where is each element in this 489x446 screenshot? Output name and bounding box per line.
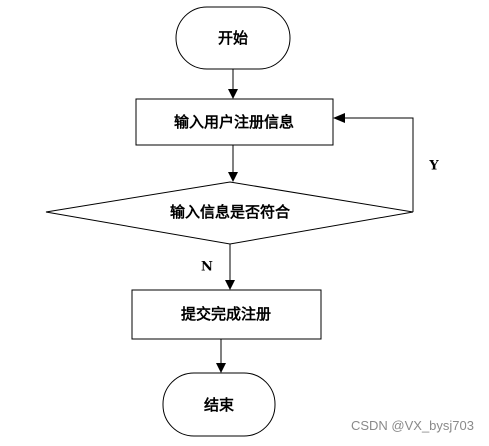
arrow-submit-to-end (216, 339, 226, 373)
end-node-label: 结束 (204, 396, 235, 414)
start-node-label: 开始 (218, 29, 248, 47)
end-node: 结束 (162, 372, 276, 437)
decision-node-label: 输入信息是否符合 (170, 203, 291, 221)
submit-node-shape (131, 289, 322, 340)
arrow-input-to-decision (228, 145, 238, 182)
decision-node: 输入信息是否符合 (45, 181, 414, 245)
input-node: 输入用户注册信息 (135, 98, 334, 146)
submit-node-label: 提交完成注册 (181, 305, 271, 323)
input-node-label: 输入用户注册信息 (174, 113, 294, 131)
arrow-start-to-input (228, 69, 238, 99)
start-node: 开始 (175, 6, 291, 70)
input-node-shape (135, 98, 334, 146)
end-node-shape (162, 372, 276, 437)
no-label: N (201, 260, 213, 275)
yes-label: Y (428, 159, 439, 174)
arrow-no: N (201, 244, 235, 290)
arrow-yes-loop: Y (333, 113, 439, 212)
watermark: CSDN @VX_bysj703 (351, 418, 474, 433)
submit-node: 提交完成注册 (131, 289, 322, 340)
